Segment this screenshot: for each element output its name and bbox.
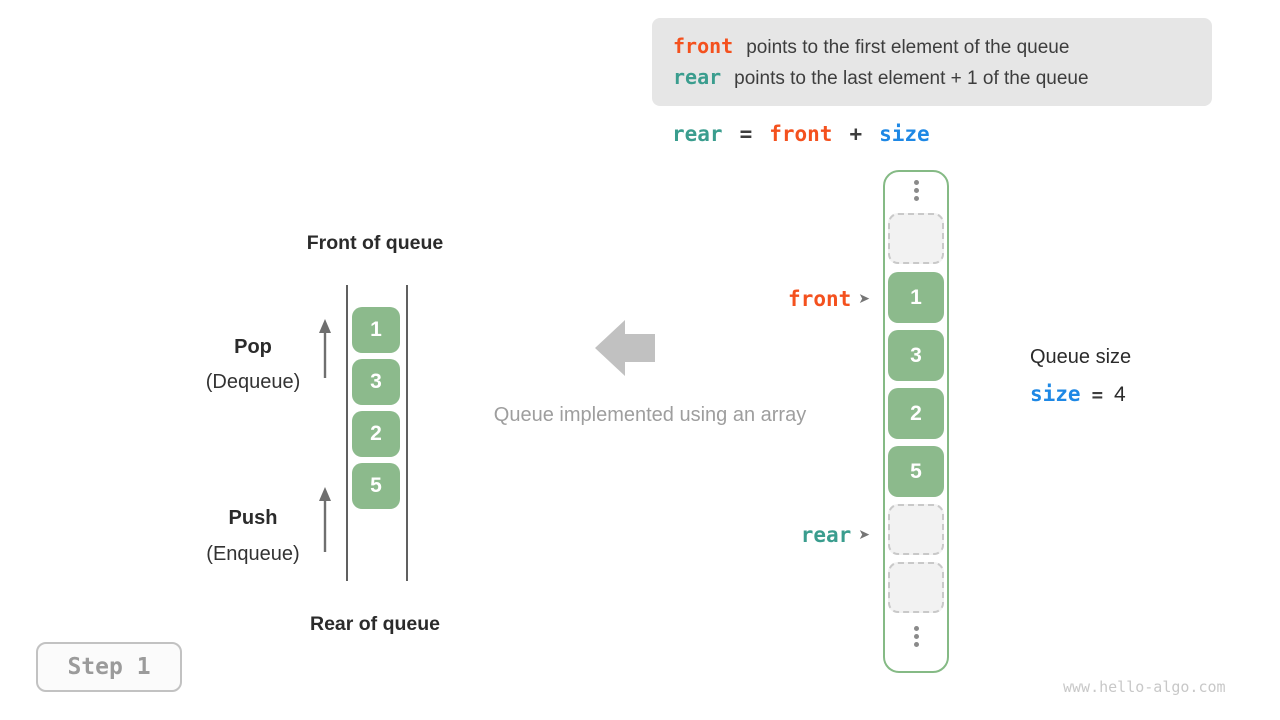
front-of-queue-title: Front of queue [306,232,444,254]
formula-plus: + [849,122,863,146]
formula-equals: = [739,122,753,146]
queue-size-title: Queue size [1030,346,1132,368]
ellipsis-dot [913,634,919,639]
queue-channel-right-line [406,285,408,581]
step-badge: Step 1 [36,642,182,692]
push-label: Push [228,507,278,529]
front-pointer-label: front [788,287,852,311]
queue-size-value-row: size = 4 [1030,382,1126,407]
rear-keyword: rear [673,65,722,89]
push-up-arrow-icon [319,487,331,552]
queue-channel-left-line [346,285,348,581]
array-empty-cell [888,213,944,264]
rear-pointer-label-row: rear ➤ [700,523,870,547]
left-block-arrow-icon [595,320,655,376]
rear-explanation-text: points to the last element + 1 of the qu… [734,68,1089,89]
array-implementation-caption: Queue implemented using an array [493,404,807,426]
ellipsis-dot [913,188,919,193]
pointer-formula: rear = front + size [672,122,930,146]
ellipsis-dot [913,626,919,631]
rear-explanation-row: rear points to the last element + 1 of t… [673,65,1212,90]
vertical-ellipsis-icon [888,626,944,647]
ellipsis-dot [913,196,919,201]
ellipsis-dot [913,180,919,185]
rear-pointer-label: rear [800,523,852,547]
array-cell: 2 [888,388,944,439]
pop-label: Pop [234,336,272,358]
size-keyword: size [1030,382,1081,406]
push-sublabel: (Enqueue) [206,543,300,565]
array-cell: 3 [888,330,944,381]
rear-of-queue-title: Rear of queue [309,613,441,635]
array-empty-cell [888,562,944,613]
queue-element: 3 [352,359,400,405]
array-cell: 5 [888,446,944,497]
right-pointer-arrow-icon: ➤ [858,291,870,307]
front-explanation-text: points to the first element of the queue [746,37,1070,58]
front-keyword: front [673,34,734,58]
size-value: 4 [1114,383,1126,406]
front-pointer-label-row: front ➤ [700,287,870,311]
formula-size: size [879,122,930,146]
formula-rear: rear [672,122,723,146]
queue-element: 1 [352,307,400,353]
queue-element: 2 [352,411,400,457]
pointer-explanation-box: front points to the first element of the… [652,18,1212,106]
ellipsis-dot [913,642,919,647]
watermark: www.hello-algo.com [1063,678,1226,696]
front-explanation-row: front points to the first element of the… [673,34,1212,59]
right-pointer-arrow-icon: ➤ [858,527,870,543]
pop-sublabel: (Dequeue) [205,371,301,393]
queue-element: 5 [352,463,400,509]
pop-up-arrow-icon [319,319,331,378]
size-equals: = [1091,384,1104,406]
array-empty-cell [888,504,944,555]
array-cell: 1 [888,272,944,323]
formula-front: front [769,122,833,146]
vertical-ellipsis-icon [888,180,944,201]
